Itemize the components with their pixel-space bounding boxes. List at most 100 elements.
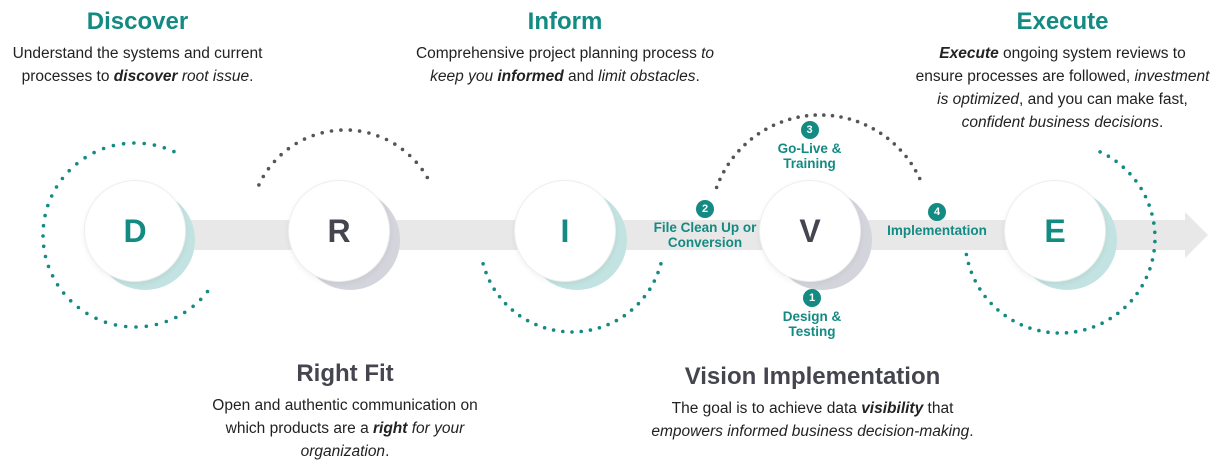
arc-dot-e	[1150, 212, 1154, 216]
arc-dot-r	[266, 166, 271, 171]
arc-dot-v	[871, 127, 876, 131]
arc-dot-d	[121, 141, 126, 146]
emphasis-text: empowers informed business decision-maki…	[651, 423, 970, 440]
arc-dot-d	[142, 141, 146, 146]
arc-dot-r	[425, 175, 430, 180]
arc-dot-e	[1083, 327, 1087, 332]
arc-dot-e	[989, 301, 993, 306]
arc-dot-i	[492, 287, 497, 292]
inform-heading: Inform	[527, 8, 603, 35]
arc-dot-r	[420, 167, 425, 172]
arc-dot-v	[726, 162, 731, 167]
arc-dot-d	[111, 143, 116, 148]
arc-dot-i	[636, 301, 641, 306]
step-3: 3 Go-Live & Training	[762, 121, 857, 171]
arc-dot-i	[622, 313, 627, 318]
arc-dot-v	[878, 131, 883, 136]
arc-dot-d	[41, 234, 45, 238]
arc-dot-i	[597, 326, 602, 330]
emphasis-text: visibility	[861, 400, 924, 417]
arc-dot-v	[749, 137, 754, 141]
arc-dot-v	[904, 154, 908, 159]
discover-heading: Discover	[86, 8, 189, 35]
arc-dot-d	[75, 162, 79, 166]
arc-dot-e	[1100, 321, 1104, 326]
emphasis-text: informed	[497, 68, 564, 85]
step-2-label: File Clean Up or Conversion	[653, 220, 757, 250]
arc-dot-e	[1144, 275, 1149, 280]
arc-dot-i	[570, 330, 574, 334]
arc-dot-e	[1123, 305, 1127, 310]
arc-dot-r	[294, 141, 299, 146]
arc-dot-r	[261, 174, 266, 179]
arc-dot-i	[579, 329, 583, 334]
arc-dot-d	[191, 304, 195, 309]
arc-dot-e	[1135, 291, 1139, 296]
step-3-number: 3	[800, 121, 819, 139]
arc-dot-d	[85, 311, 89, 316]
arc-dot-d	[174, 315, 178, 320]
arc-dot-e	[1003, 313, 1007, 318]
arc-dot-d	[54, 185, 59, 189]
arc-dot-e	[1128, 171, 1132, 176]
arc-dot-d	[49, 194, 54, 198]
arc-dot-v	[787, 117, 792, 122]
arc-dot-i	[517, 313, 522, 318]
arc-dot-i	[648, 287, 652, 292]
step-1-label: Design & Testing	[782, 309, 842, 339]
arc-dot-v	[855, 119, 860, 124]
emphasis-text: discover	[113, 68, 178, 85]
arc-dot-e	[1028, 326, 1032, 330]
arc-dot-d	[101, 146, 106, 151]
arc-dot-d	[55, 283, 60, 287]
arc-dot-e	[1114, 159, 1118, 164]
arc-dot-i	[542, 326, 547, 330]
emphasis-text: to keep you	[430, 45, 715, 85]
arc-dot-d	[43, 213, 47, 218]
arc-dot-i	[656, 270, 660, 275]
arc-dot-v	[822, 113, 826, 117]
circle-v: V	[759, 180, 861, 282]
arc-dot-e	[973, 279, 977, 283]
arc-dot-e	[996, 308, 1000, 312]
arc-dot-i	[497, 294, 502, 299]
arc-dot-r	[320, 131, 325, 135]
arc-dot-d	[92, 150, 96, 155]
arc-dot-e	[1011, 318, 1015, 323]
arc-dot-e	[1153, 239, 1157, 244]
arc-dot-v	[796, 115, 800, 119]
arc-dot-e	[983, 294, 987, 299]
right-fit-heading: Right Fit	[296, 360, 394, 387]
emphasis-text: investment is optimized	[937, 68, 1210, 108]
section-vision: Vision Implementation The goal is to ach…	[640, 363, 985, 443]
arc-dot-v	[718, 177, 722, 182]
arc-dot-d	[198, 297, 203, 302]
section-discover: Discover Understand the systems and curr…	[0, 8, 275, 88]
arc-dot-e	[1037, 328, 1041, 333]
section-right-fit: Right Fit Open and authentic communicati…	[195, 360, 495, 463]
arc-dot-r	[384, 137, 389, 142]
circle-i: I	[514, 180, 616, 282]
step-3-label: Go-Live & Training	[777, 141, 842, 171]
arc-dot-d	[46, 264, 51, 269]
arc-dot-d	[132, 141, 136, 145]
execute-description: Execute ongoing system reviews to ensure…	[915, 45, 1210, 131]
emphasis-text: confident business decisions	[961, 114, 1159, 131]
step-1-number: 1	[803, 289, 821, 307]
arc-dot-r	[407, 153, 412, 158]
arc-dot-r	[257, 183, 261, 187]
arc-dot-d	[83, 155, 87, 160]
arc-dot-e	[1091, 325, 1096, 329]
step-4-number: 4	[928, 203, 946, 221]
arc-dot-e	[1108, 316, 1112, 321]
arc-dot-e	[1121, 165, 1126, 169]
arc-dot-e	[1129, 298, 1134, 303]
arc-dot-i	[551, 328, 556, 332]
emphasis-text: for your organization	[300, 420, 465, 460]
arc-dot-d	[76, 305, 81, 310]
arc-dot-v	[731, 155, 736, 160]
arc-dot-v	[909, 161, 913, 166]
arc-dot-d	[134, 325, 138, 329]
arc-dot-v	[913, 169, 918, 173]
arc-dot-e	[1073, 329, 1078, 334]
